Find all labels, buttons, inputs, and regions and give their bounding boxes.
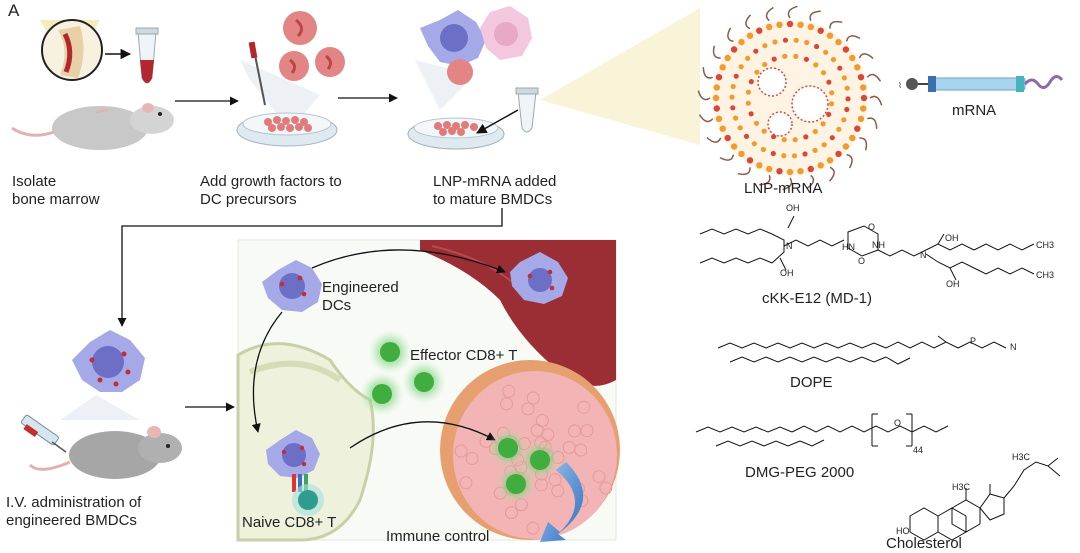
precursor-dish (236, 11, 345, 147)
lnp-particle (697, 5, 883, 191)
mature-dc-dish (407, 6, 700, 150)
immune-control-label: Immune control (386, 528, 490, 545)
effector-t-label: Effector CD8+ T (410, 347, 518, 364)
step2-label: Add growth factors to DC precursors (200, 173, 342, 208)
mrna-label: mRNA (952, 102, 997, 119)
panel-letter: A (8, 1, 20, 20)
arrow-lymph-tumor (349, 421, 496, 449)
step3-label: LNP-mRNA added to mature BMDCs (433, 173, 557, 208)
atom-h3c-1: H3C (1012, 452, 1031, 462)
dmg-peg-label: DMG-PEG 2000 (745, 464, 855, 481)
atom-ch3-2: CH3 (1036, 270, 1055, 280)
atom-p: P (970, 336, 977, 346)
svg-text:⌇: ⌇ (898, 81, 902, 90)
step1-label: Isolate bone marrow (12, 173, 100, 208)
atom-ho: HO (896, 526, 910, 536)
peg-repeat: 44 (913, 445, 924, 455)
immune-control-arrow (540, 462, 584, 542)
arrow-step3-step4 (117, 208, 503, 327)
atom-n-plus: N (1010, 342, 1017, 352)
dope-label: DOPE (790, 374, 833, 391)
atom-n-1: N (786, 241, 793, 251)
atom-oh-2: OH (780, 268, 794, 278)
mouse-lying (11, 103, 174, 150)
engineered-dc (262, 260, 322, 312)
organ-dc (510, 252, 568, 304)
dope-structure (717, 335, 1007, 365)
cholesterol-structure (909, 457, 1061, 541)
ckk-e12-structure (699, 215, 1035, 281)
lnp-label: LNP-mRNA (744, 180, 823, 197)
bone-marrow-illustration (40, 19, 159, 84)
atom-hn: HN (842, 242, 855, 252)
atom-o-1: O (868, 222, 876, 232)
dmg-peg-structure (695, 413, 949, 447)
atom-h3c-2: H3C (952, 482, 971, 492)
injected-dc (60, 330, 145, 420)
mouse-injection (21, 414, 182, 479)
atom-oh-3: OH (945, 233, 959, 243)
arrow-dc-organ (311, 249, 506, 274)
mrna-strand: ⌇ (898, 75, 1064, 92)
atom-n-2: N (920, 250, 927, 260)
lymph-dc-naive-t (266, 430, 324, 516)
atom-ch3-1: CH3 (1036, 240, 1055, 250)
step4-label: I.V. administration of engineered BMDCs (6, 494, 142, 529)
atom-oh-4: OH (946, 279, 960, 289)
engineered-dc-label: Engineered DCs (322, 279, 399, 314)
atom-oh-1: OH (786, 203, 800, 213)
tumor-t-cells (488, 428, 560, 504)
ckk-label: cKK-E12 (MD-1) (762, 290, 873, 307)
effector-t-cells (360, 330, 446, 416)
naive-t-label: Naive CD8+ T (242, 514, 337, 531)
atom-nh: NH (872, 240, 885, 250)
arrow-dc-lymph (251, 311, 283, 433)
cholesterol-label: Cholesterol (886, 535, 962, 552)
atom-o-2: O (858, 256, 866, 266)
atom-o-3: O (894, 418, 902, 428)
